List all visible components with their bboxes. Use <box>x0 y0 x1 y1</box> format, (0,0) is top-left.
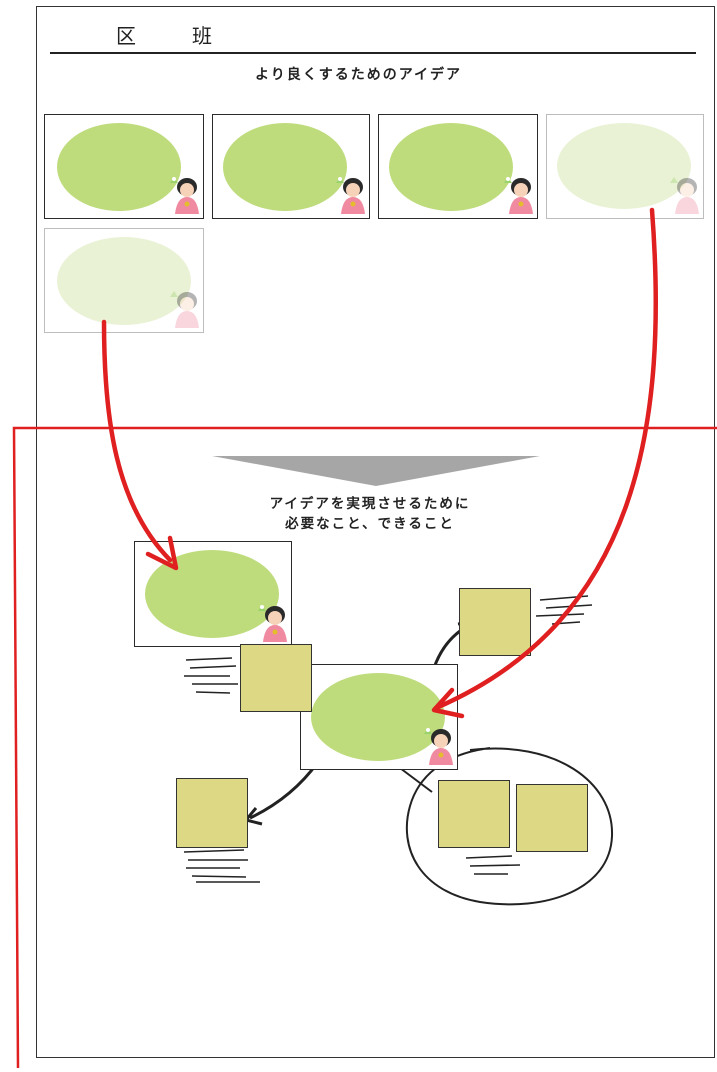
girl-idea-icon <box>170 291 199 328</box>
group-circle <box>405 747 614 906</box>
idea-card-center <box>300 664 458 770</box>
caption-line-1: アイデアを実現させるために <box>269 496 471 512</box>
sticky-note <box>516 784 588 852</box>
idea-bubble <box>389 123 513 211</box>
girl-idea-icon <box>170 177 199 214</box>
header-rule <box>50 52 696 54</box>
idea-bubble <box>57 123 181 211</box>
girl-idea-icon <box>670 177 699 214</box>
idea-bubble <box>557 123 691 209</box>
idea-bubble <box>223 123 347 211</box>
group-label: 班 <box>192 24 214 48</box>
connector-line <box>399 767 433 793</box>
red-arrow <box>433 207 659 711</box>
sticky-note <box>240 644 312 712</box>
girl-idea-icon <box>424 728 453 765</box>
idea-card-faded <box>44 228 204 333</box>
idea-card-faded <box>546 114 704 219</box>
center-caption: アイデアを実現させるために 必要なこと、できること <box>200 494 540 534</box>
sticky-note <box>459 588 531 656</box>
red-arrow <box>101 319 173 563</box>
idea-bubble <box>57 237 191 325</box>
idea-card <box>212 114 370 219</box>
caption-line-2: 必要なこと、できること <box>285 516 455 532</box>
sticky-note <box>176 778 248 848</box>
worksheet-frame <box>36 6 715 1058</box>
scribble-lines <box>183 595 593 883</box>
ward-label: 区 <box>116 24 138 48</box>
girl-idea-icon <box>504 177 533 214</box>
girl-idea-icon <box>258 605 287 642</box>
girl-idea-icon <box>336 177 365 214</box>
idea-card <box>378 114 538 219</box>
idea-bubble <box>311 673 445 761</box>
sticky-note <box>438 780 510 848</box>
idea-card <box>44 114 204 219</box>
funnel-triangle <box>212 456 540 486</box>
red-selection-frame <box>12 426 717 1069</box>
section-title: より良くするためのアイデア <box>254 67 463 83</box>
